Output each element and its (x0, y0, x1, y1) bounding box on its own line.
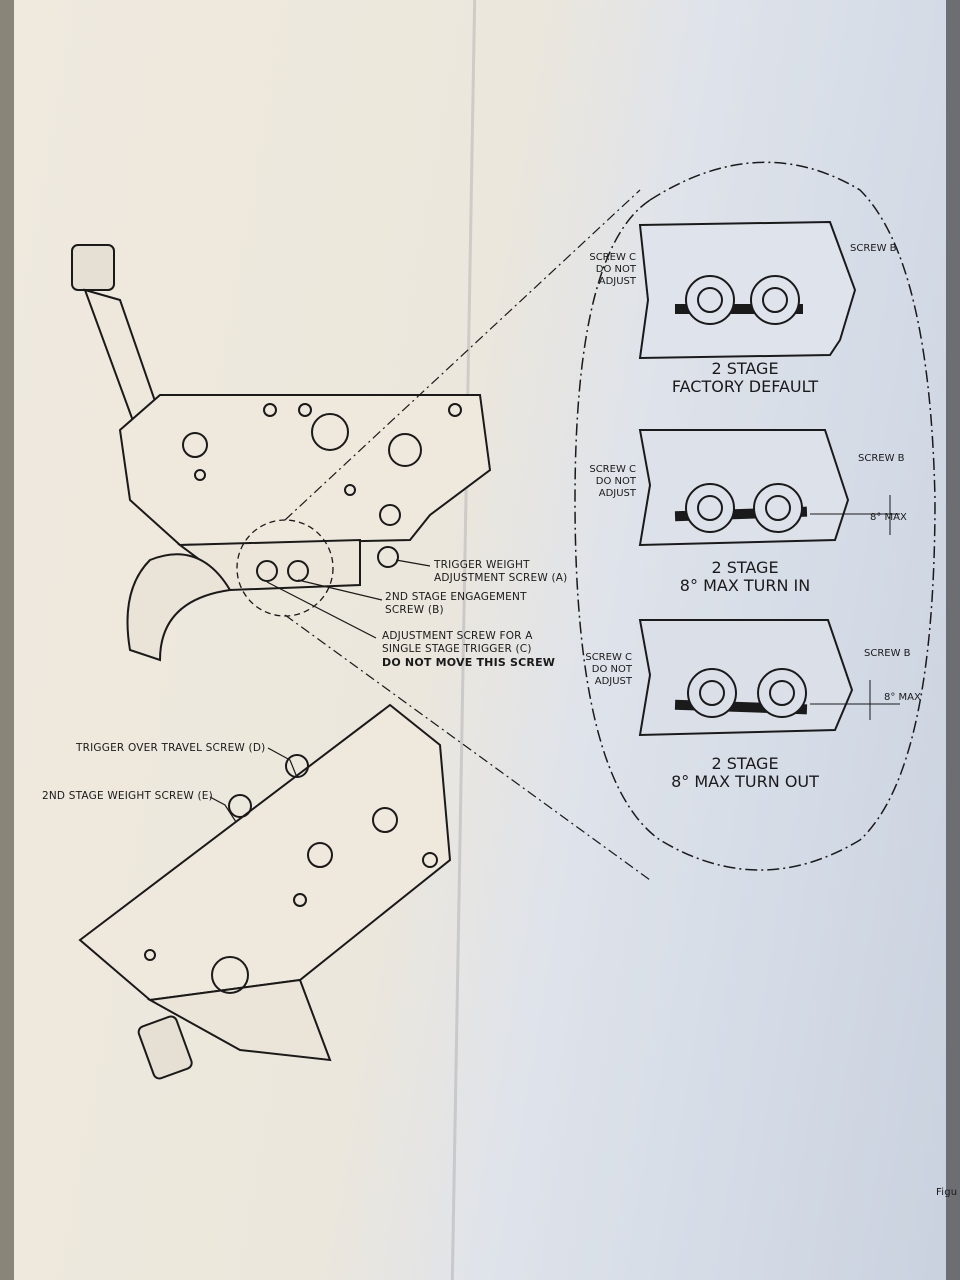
detail-panel-3 (638, 619, 900, 737)
panel-2-screw-b-label: SCREW B (858, 453, 905, 464)
panel-3-screw-c-label: SCREW C DO NOT ADJUST (585, 652, 632, 687)
panel-3-screw-b-label: SCREW B (864, 648, 911, 659)
screw-c (256, 560, 278, 582)
screw-e-callout: 2ND STAGE WEIGHT SCREW (E) (42, 790, 213, 802)
warning-text: DO NOT MOVE THIS SCREW (382, 656, 556, 669)
panel-1-screw-c-label: SCREW C DO NOT ADJUST (589, 252, 636, 287)
figure-label: Figu (936, 1187, 958, 1198)
panel-2-screw-c-label: SCREW C DO NOT ADJUST (589, 464, 636, 499)
trigger-assembly-side-view (71, 244, 492, 662)
screw-b-callout: 2ND STAGE ENGAGEMENT SCREW (B) (385, 591, 527, 616)
trigger-assembly-iso-view (78, 703, 452, 1080)
screw-d-callout: TRIGGER OVER TRAVEL SCREW (D) (76, 742, 266, 754)
panel-2-angle-label: 8° MAX (870, 512, 907, 523)
screw-b (287, 560, 309, 582)
panel-3-angle-label: 8° MAX (884, 692, 921, 703)
panel-1-screw-b-label: SCREW B (850, 243, 897, 254)
screw-c-callout: ADJUSTMENT SCREW FOR A SINGLE STAGE TRIG… (382, 630, 556, 669)
panel-3-caption: 2 STAGE 8° MAX TURN OUT (671, 754, 819, 791)
panel-1-caption: 2 STAGE FACTORY DEFAULT (671, 359, 819, 396)
screw-a (377, 546, 399, 568)
detail-panel-1 (638, 220, 857, 360)
detail-panel-2 (638, 429, 900, 547)
screw-a-callout: TRIGGER WEIGHT ADJUSTMENT SCREW (A) (434, 559, 568, 584)
table-edge-right (946, 0, 960, 1280)
panel-2-caption: 2 STAGE 8° MAX TURN IN (679, 558, 811, 595)
table-edge-left (0, 0, 14, 1280)
